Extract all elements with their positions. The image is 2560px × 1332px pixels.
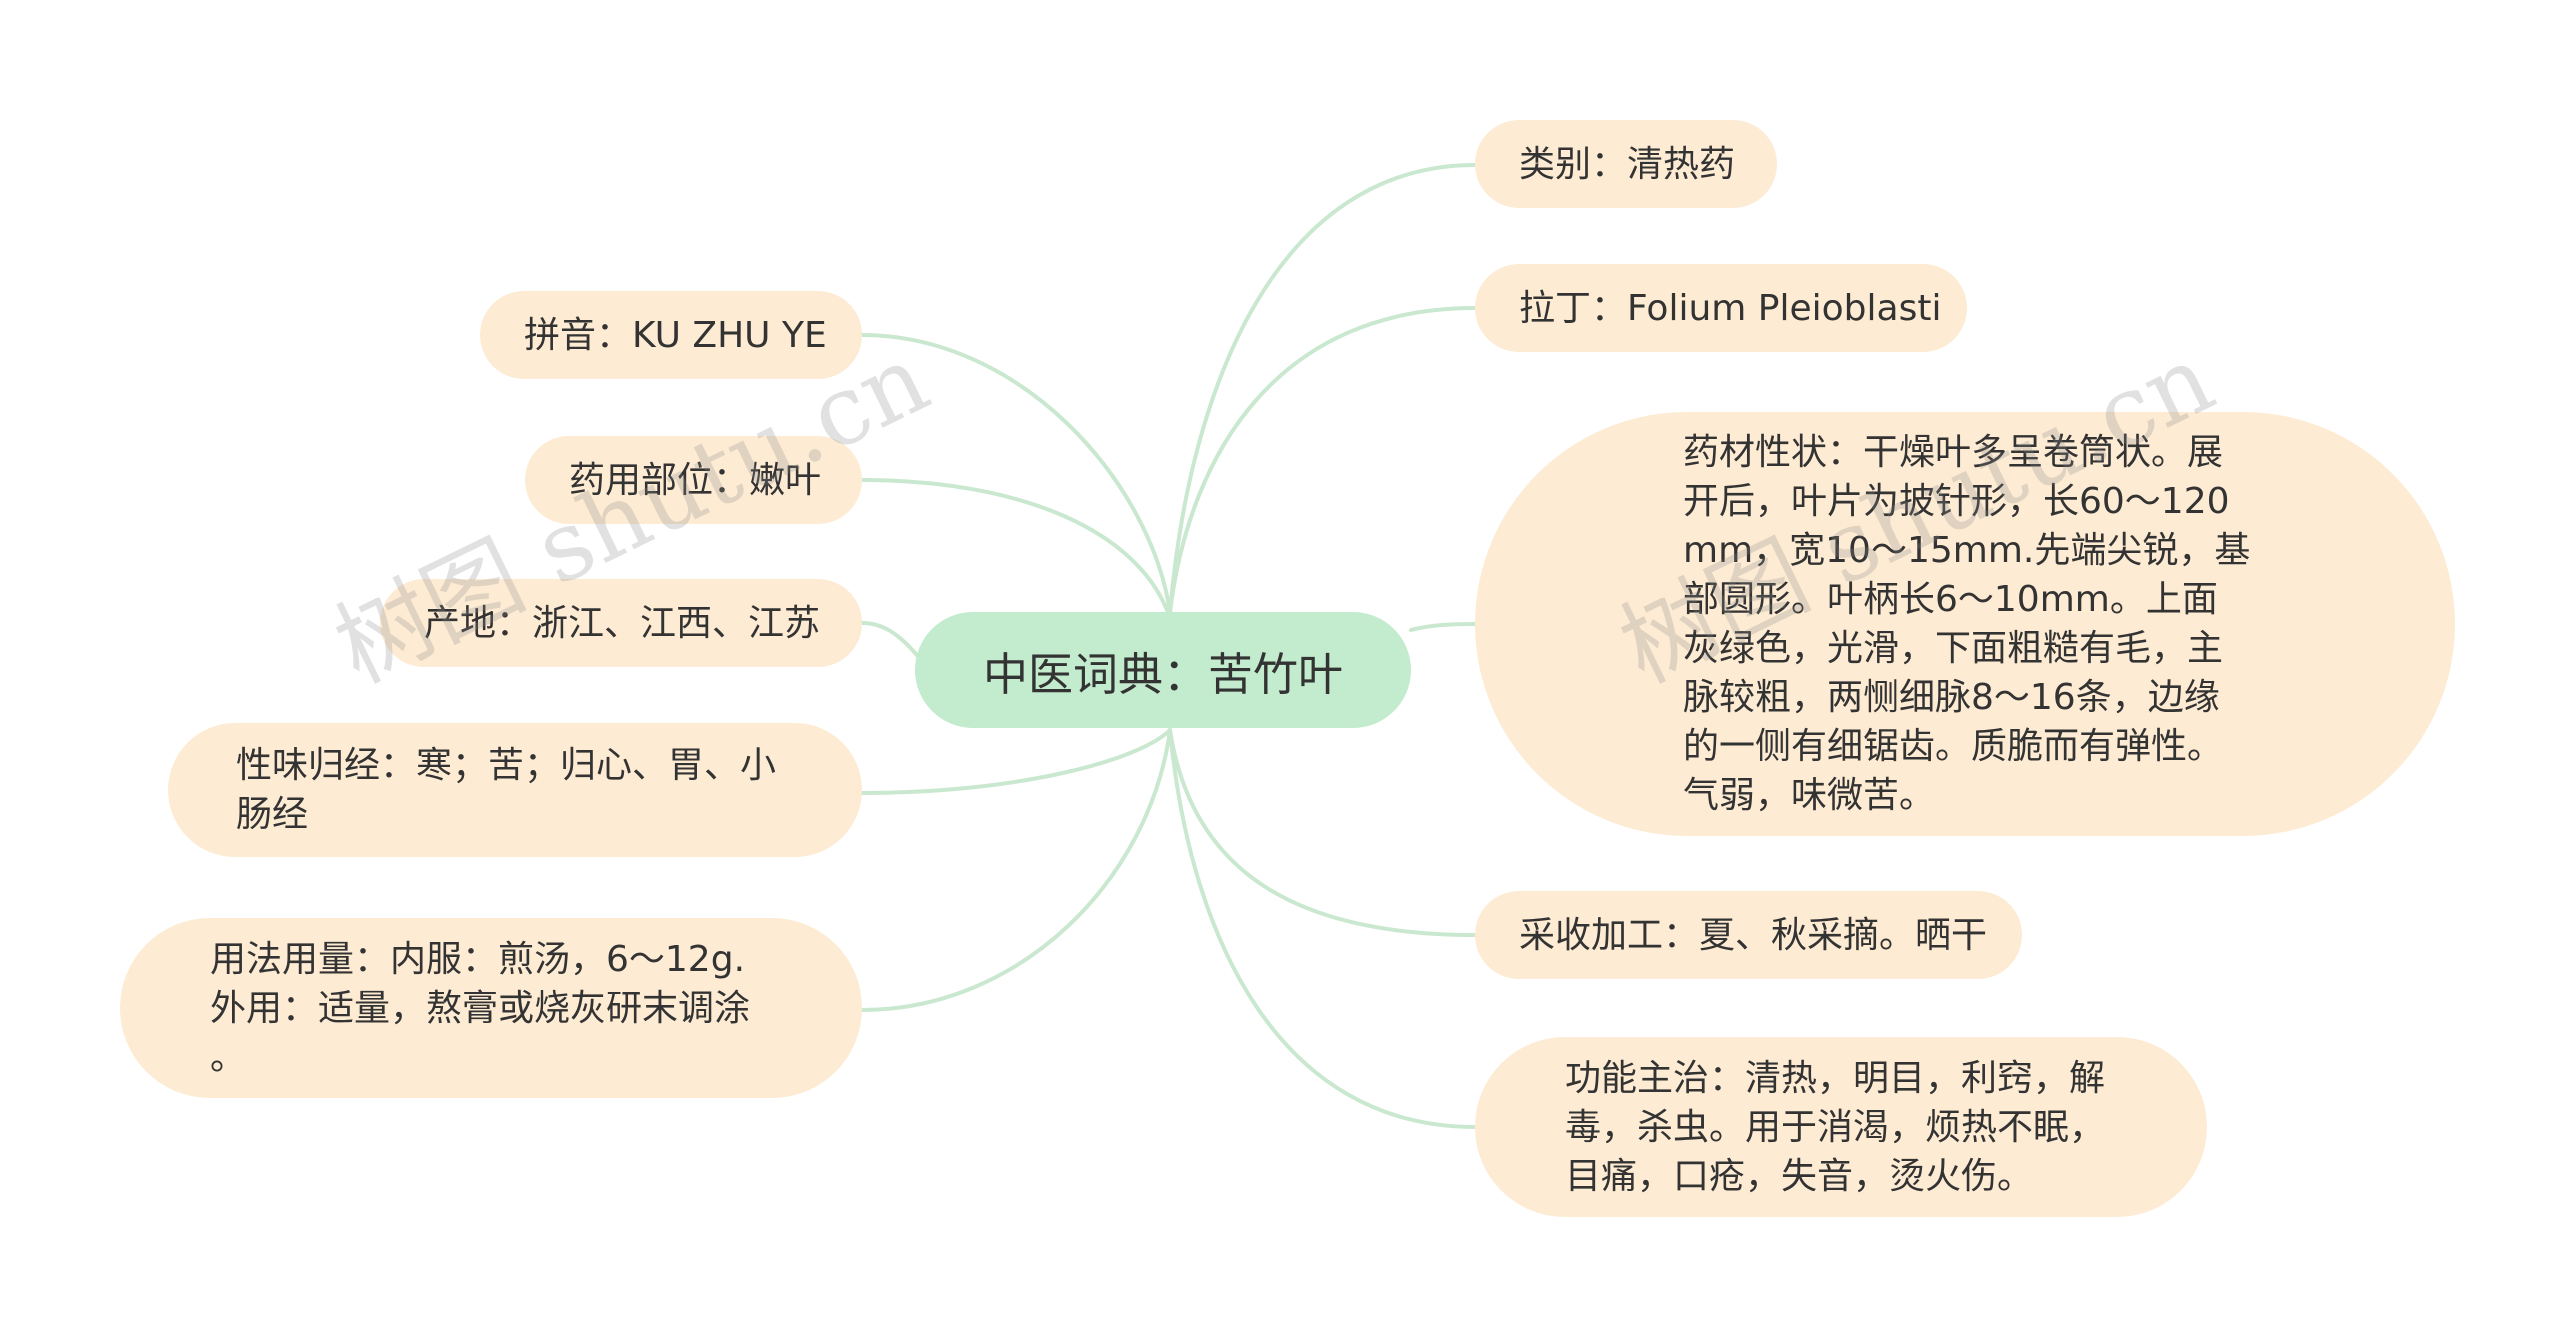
- node-herb-traits-text: 药材性状：干燥叶多呈卷筒状。展 开后，叶片为披针形，长60～120 mm，宽10…: [1683, 432, 2251, 816]
- node-usage-dosage[interactable]: 用法用量：内服：煎汤，6～12g. 外用：适量，熬膏或烧灰研末调涂 。: [120, 918, 862, 1098]
- node-functions[interactable]: 功能主治：清热，明目，利窍，解 毒，杀虫。用于消渴，烦热不眠， 目痛，口疮，失音…: [1475, 1037, 2207, 1217]
- edge-harvest: [1168, 728, 1477, 937]
- node-medicinal-part-text: 药用部位：嫩叶: [569, 459, 822, 501]
- node-functions-text: 功能主治：清热，明目，利窍，解 毒，杀虫。用于消渴，烦热不眠， 目痛，口疮，失音…: [1565, 1057, 2106, 1197]
- edge-part: [860, 478, 1172, 620]
- node-latin[interactable]: 拉丁：Folium Pleioblasti: [1475, 264, 1967, 352]
- node-harvest-text: 采收加工：夏、秋采摘。晒干: [1519, 914, 1988, 956]
- node-harvest[interactable]: 采收加工：夏、秋采摘。晒干: [1475, 891, 2022, 979]
- node-pinyin[interactable]: 拼音：KU ZHU YE: [480, 291, 862, 379]
- central-topic-label: 中医词典：苦竹叶: [982, 647, 1343, 701]
- node-medicinal-part[interactable]: 药用部位：嫩叶: [525, 436, 862, 524]
- node-nature-meridian[interactable]: 性味归经：寒；苦；归心、胃、小 肠经: [168, 723, 862, 857]
- node-origin[interactable]: 产地：浙江、江西、江苏: [380, 579, 862, 667]
- node-latin-text: 拉丁：Folium Pleioblasti: [1519, 287, 1942, 329]
- edge-pinyin: [860, 333, 1172, 614]
- node-usage-dosage-text: 用法用量：内服：煎汤，6～12g. 外用：适量，熬膏或烧灰研末调涂 。: [210, 938, 751, 1078]
- node-origin-text: 产地：浙江、江西、江苏: [424, 602, 821, 644]
- edge-function: [1168, 728, 1477, 1129]
- edge-nature: [860, 728, 1172, 795]
- node-herb-traits[interactable]: 药材性状：干燥叶多呈卷筒状。展 开后，叶片为披针形，长60～120 mm，宽10…: [1475, 412, 2455, 836]
- node-category-text: 类别：清热药: [1519, 143, 1736, 185]
- edge-usage: [860, 728, 1172, 1012]
- edge-traits: [1409, 622, 1477, 632]
- central-topic[interactable]: 中医词典：苦竹叶: [915, 612, 1411, 728]
- node-category[interactable]: 类别：清热药: [1475, 120, 1777, 208]
- node-pinyin-text: 拼音：KU ZHU YE: [524, 314, 827, 356]
- edge-category: [1168, 163, 1477, 614]
- edge-latin: [1168, 306, 1477, 614]
- node-nature-meridian-text: 性味归经：寒；苦；归心、胃、小 肠经: [236, 745, 777, 835]
